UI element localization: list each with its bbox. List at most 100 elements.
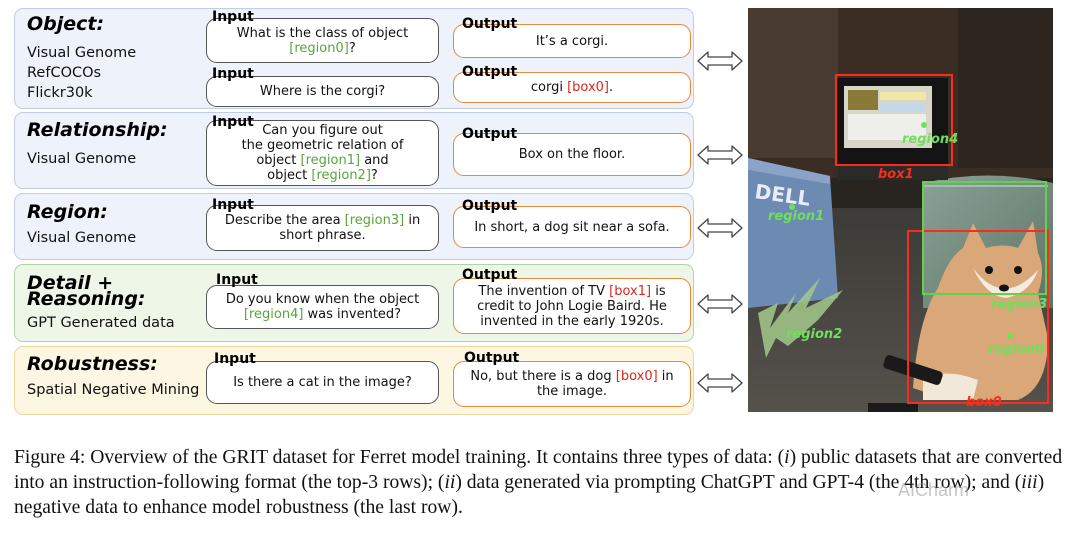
region-label: region3 bbox=[991, 297, 1047, 312]
row-title: Object: bbox=[27, 13, 105, 35]
row-title: Robustness: bbox=[27, 353, 158, 375]
input-text: ? bbox=[348, 40, 356, 56]
output-label: Output bbox=[464, 350, 520, 366]
caption-text: ) negative data to enhance model robustn… bbox=[14, 472, 1045, 518]
region-label: region0 bbox=[988, 342, 1044, 357]
input-text: Do you know when the object bbox=[225, 292, 420, 307]
double-arrow-icon bbox=[697, 218, 743, 238]
input-text: Can you figure out bbox=[262, 123, 383, 138]
input-label: Input bbox=[212, 9, 254, 25]
input-box: Describe the area [region3] in short phr… bbox=[206, 205, 439, 251]
box-label: box1 bbox=[878, 167, 914, 182]
double-arrow-icon bbox=[697, 294, 743, 314]
output-label: Output bbox=[462, 198, 518, 214]
output-text: invented in the early 1920s. bbox=[480, 313, 664, 329]
box-tag: [box1] bbox=[609, 283, 652, 299]
caption-text: ) public datasets that are converted int… bbox=[14, 447, 1063, 493]
caption-text: ii bbox=[444, 472, 456, 493]
region-label: region2 bbox=[786, 327, 842, 342]
input-text: short phrase. bbox=[279, 228, 366, 243]
row-sources: Visual Genome RefCOCOs Flickr30k bbox=[27, 43, 136, 103]
double-arrow-icon bbox=[697, 145, 743, 165]
output-text: . bbox=[609, 80, 614, 95]
input-text: ? bbox=[370, 168, 378, 183]
output-text: the image. bbox=[536, 384, 608, 399]
row-title: Region: bbox=[27, 201, 108, 223]
input-box: What is the class of object [region0]? bbox=[206, 18, 439, 63]
output-text: in bbox=[657, 369, 674, 384]
output-text: No, but there is a dog bbox=[470, 369, 616, 384]
output-text: It’s a corgi. bbox=[535, 33, 609, 49]
source-item: RefCOCOs bbox=[27, 65, 102, 81]
input-label: Input bbox=[212, 197, 254, 213]
input-text: in bbox=[404, 213, 421, 228]
row-sources: Visual Genome bbox=[27, 149, 136, 169]
input-text: What is the class of object bbox=[236, 25, 409, 41]
output-label: Output bbox=[462, 16, 518, 32]
output-text: In short, a dog sit near a sofa. bbox=[474, 219, 670, 235]
output-box: The invention of TV [box1] is credit to … bbox=[453, 278, 691, 334]
source-item: Visual Genome bbox=[27, 45, 137, 61]
source-item: Spatial Negative Mining bbox=[27, 382, 200, 398]
output-text: The invention of TV bbox=[478, 283, 610, 299]
caption-text: ) data generated via prompting ChatGPT a… bbox=[455, 472, 1022, 493]
region-label: region1 bbox=[768, 209, 824, 224]
region-tag: [region4] bbox=[243, 307, 304, 322]
output-text: is bbox=[651, 283, 666, 299]
output-text: Box on the floor. bbox=[518, 147, 626, 162]
row-sources: Visual Genome bbox=[27, 228, 136, 248]
output-text: corgi bbox=[530, 80, 568, 95]
output-text: credit to John Logie Baird. He bbox=[477, 298, 667, 314]
output-box: It’s a corgi. bbox=[453, 24, 691, 58]
region-tag: [region2] bbox=[311, 168, 371, 183]
region-tag: [region1] bbox=[300, 153, 361, 168]
input-box: Is there a cat in the image? bbox=[206, 361, 439, 404]
input-label: Input bbox=[212, 66, 254, 82]
double-arrow-icon bbox=[697, 373, 743, 393]
box-tag: [box0] bbox=[567, 80, 609, 95]
example-image-scene: DELL region4 box1 region1 region3 region… bbox=[748, 8, 1053, 412]
row-title: Reasoning: bbox=[27, 288, 146, 310]
output-box: No, but there is a dog [box0] in the ima… bbox=[453, 361, 691, 407]
input-box: Can you figure out the geometric relatio… bbox=[206, 120, 439, 186]
row-title: Detail + bbox=[27, 272, 114, 294]
box-tag: [box0] bbox=[615, 369, 658, 384]
output-label: Output bbox=[462, 126, 518, 142]
region-label: region4 bbox=[902, 132, 958, 147]
row-sources: GPT Generated data bbox=[27, 313, 175, 333]
input-label: Input bbox=[212, 114, 254, 130]
box-label: box0 bbox=[966, 395, 1002, 410]
input-text: Is there a cat in the image? bbox=[233, 375, 412, 390]
input-text: Where is the corgi? bbox=[259, 84, 386, 99]
input-text: object bbox=[267, 168, 312, 183]
output-label: Output bbox=[462, 267, 518, 283]
region-tag: [region3] bbox=[344, 213, 405, 228]
caption-text: iii bbox=[1021, 472, 1038, 493]
source-item: Visual Genome bbox=[27, 230, 137, 246]
input-box: Where is the corgi? bbox=[206, 76, 439, 107]
output-label: Output bbox=[462, 64, 518, 80]
source-item: Flickr30k bbox=[27, 85, 93, 101]
input-text: Describe the area bbox=[224, 213, 345, 228]
input-text: object bbox=[256, 153, 301, 168]
input-label: Input bbox=[214, 351, 256, 367]
figure-caption: Figure 4: Overview of the GRIT dataset f… bbox=[14, 445, 1069, 520]
input-box: Do you know when the object [region4] wa… bbox=[206, 285, 439, 329]
watermark: AICharm bbox=[898, 480, 970, 500]
input-text: the geometric relation of bbox=[241, 138, 404, 153]
input-text: was invented? bbox=[303, 307, 402, 322]
output-box: Box on the floor. bbox=[453, 133, 691, 176]
source-item: GPT Generated data bbox=[27, 315, 175, 331]
input-label: Input bbox=[216, 272, 258, 288]
example-image: DELL region4 box1 region1 region3 region… bbox=[748, 8, 1053, 412]
output-box: corgi [box0]. bbox=[453, 72, 691, 103]
double-arrow-icon bbox=[697, 51, 743, 71]
region-tag: [region0] bbox=[289, 40, 349, 56]
caption-text: Figure 4: Overview of the GRIT dataset f… bbox=[14, 447, 785, 468]
row-sources: Spatial Negative Mining bbox=[27, 380, 199, 400]
source-item: Visual Genome bbox=[27, 151, 137, 167]
output-box: In short, a dog sit near a sofa. bbox=[453, 206, 691, 248]
input-text: and bbox=[360, 153, 389, 168]
caption-text: i bbox=[784, 447, 790, 468]
row-title: Relationship: bbox=[27, 119, 168, 141]
